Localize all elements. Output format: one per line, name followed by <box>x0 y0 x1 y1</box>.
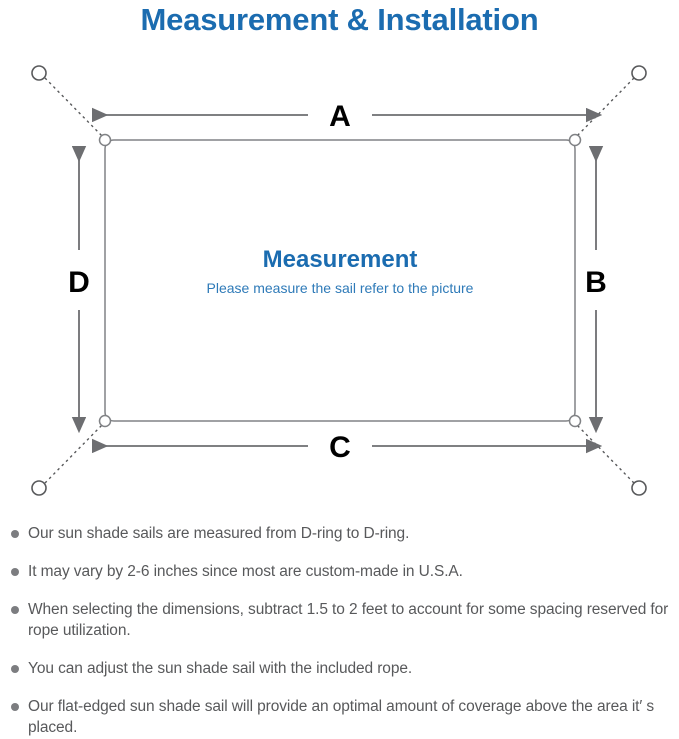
bullet-icon <box>11 568 19 576</box>
list-item: Our sun shade sails are measured from D-… <box>0 523 679 544</box>
rope-bottom-left <box>44 422 105 484</box>
d-ring-bottom-left <box>98 414 112 428</box>
dimension-label-c: C <box>329 431 351 464</box>
page-title: Measurement & Installation <box>140 2 539 37</box>
d-ring-bottom-right <box>568 414 582 428</box>
anchor-ring-top-left <box>31 65 47 81</box>
shade-sail-body <box>104 139 576 422</box>
sail-center-title: Measurement <box>263 246 418 273</box>
anchor-ring-bottom-right <box>631 480 647 496</box>
rope-lines <box>44 77 635 484</box>
bullet-icon <box>11 606 19 614</box>
list-item: When selecting the dimensions, subtract … <box>0 599 679 641</box>
note-text: When selecting the dimensions, subtract … <box>28 601 669 639</box>
note-text: You can adjust the sun shade sail with t… <box>28 660 413 677</box>
dimension-label-a: A <box>329 100 351 133</box>
notes-list: Our sun shade sails are measured from D-… <box>0 523 679 738</box>
bullet-icon <box>11 703 19 711</box>
d-rings <box>98 133 582 428</box>
anchor-rings <box>31 65 647 496</box>
list-item: Our flat-edged sun shade sail will provi… <box>0 696 679 738</box>
dimension-label-b: B <box>585 266 607 299</box>
measurement-diagram: A C D B Measurement Please measure the s… <box>0 45 679 515</box>
d-ring-top-right <box>568 133 582 147</box>
bullet-icon <box>11 530 19 538</box>
anchor-ring-bottom-left <box>31 480 47 496</box>
sail-center-subtitle: Please measure the sail refer to the pic… <box>207 280 474 296</box>
note-text: Our flat-edged sun shade sail will provi… <box>28 698 655 736</box>
list-item: It may vary by 2-6 inches since most are… <box>0 561 679 582</box>
d-ring-top-left <box>98 133 112 147</box>
rope-top-left <box>44 77 105 139</box>
list-item: You can adjust the sun shade sail with t… <box>0 658 679 679</box>
note-text: Our sun shade sails are measured from D-… <box>28 525 410 542</box>
note-text: It may vary by 2-6 inches since most are… <box>28 563 463 580</box>
rope-bottom-right <box>574 422 635 484</box>
bullet-icon <box>11 665 19 673</box>
dimension-label-d: D <box>68 266 90 299</box>
rope-top-right <box>574 77 635 139</box>
anchor-ring-top-right <box>631 65 647 81</box>
